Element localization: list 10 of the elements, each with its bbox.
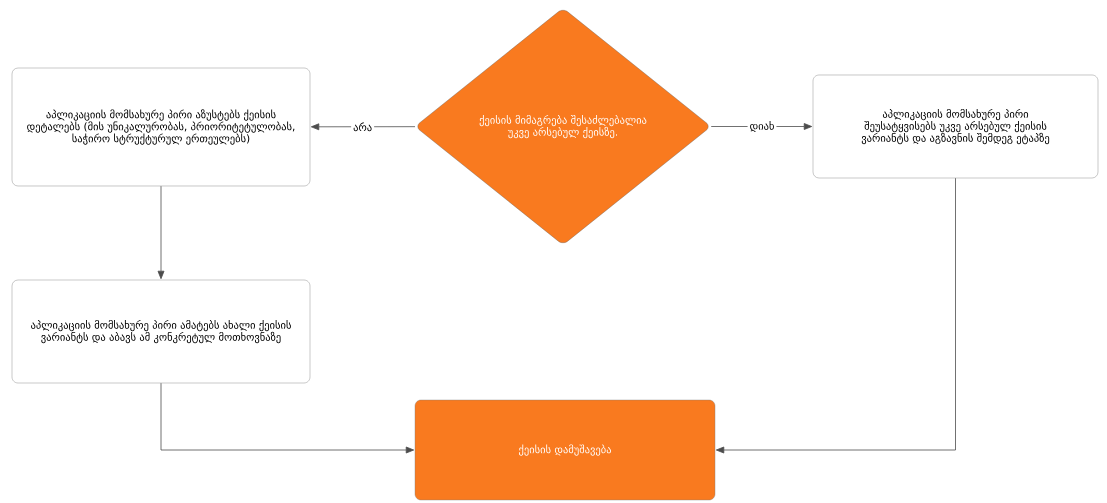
arrow xyxy=(157,185,165,280)
edge-label: არა xyxy=(351,120,375,134)
process-box: აპლიკაციის მომსახურე პირი ამატებს ახალი ქეისის ვარიანტს და აბავს ამ კონკრეტულ მოთხოვნაზე xyxy=(11,279,311,384)
arrow xyxy=(160,382,415,454)
process-box: აპლიკაციის მომსახურე პირი აზუსტებს ქეისის დეტალებს (მის უნიკალურობას, პრიორიტეტულობას, საჭირო სტრუქტურულ ერთეულებს) xyxy=(11,67,311,187)
process-box: აპლიკაციის მომსახურე პირი შეუსატყვისებს უკვე არსებულ ქეისის ვარიანტს და აგზავნის შემდეგ ეტაპზე xyxy=(812,74,1099,179)
edge-label: დიახ xyxy=(747,118,777,135)
arrow xyxy=(310,123,416,131)
arrow xyxy=(715,177,956,454)
process-box: ქეისის დამუშავება xyxy=(414,399,716,501)
